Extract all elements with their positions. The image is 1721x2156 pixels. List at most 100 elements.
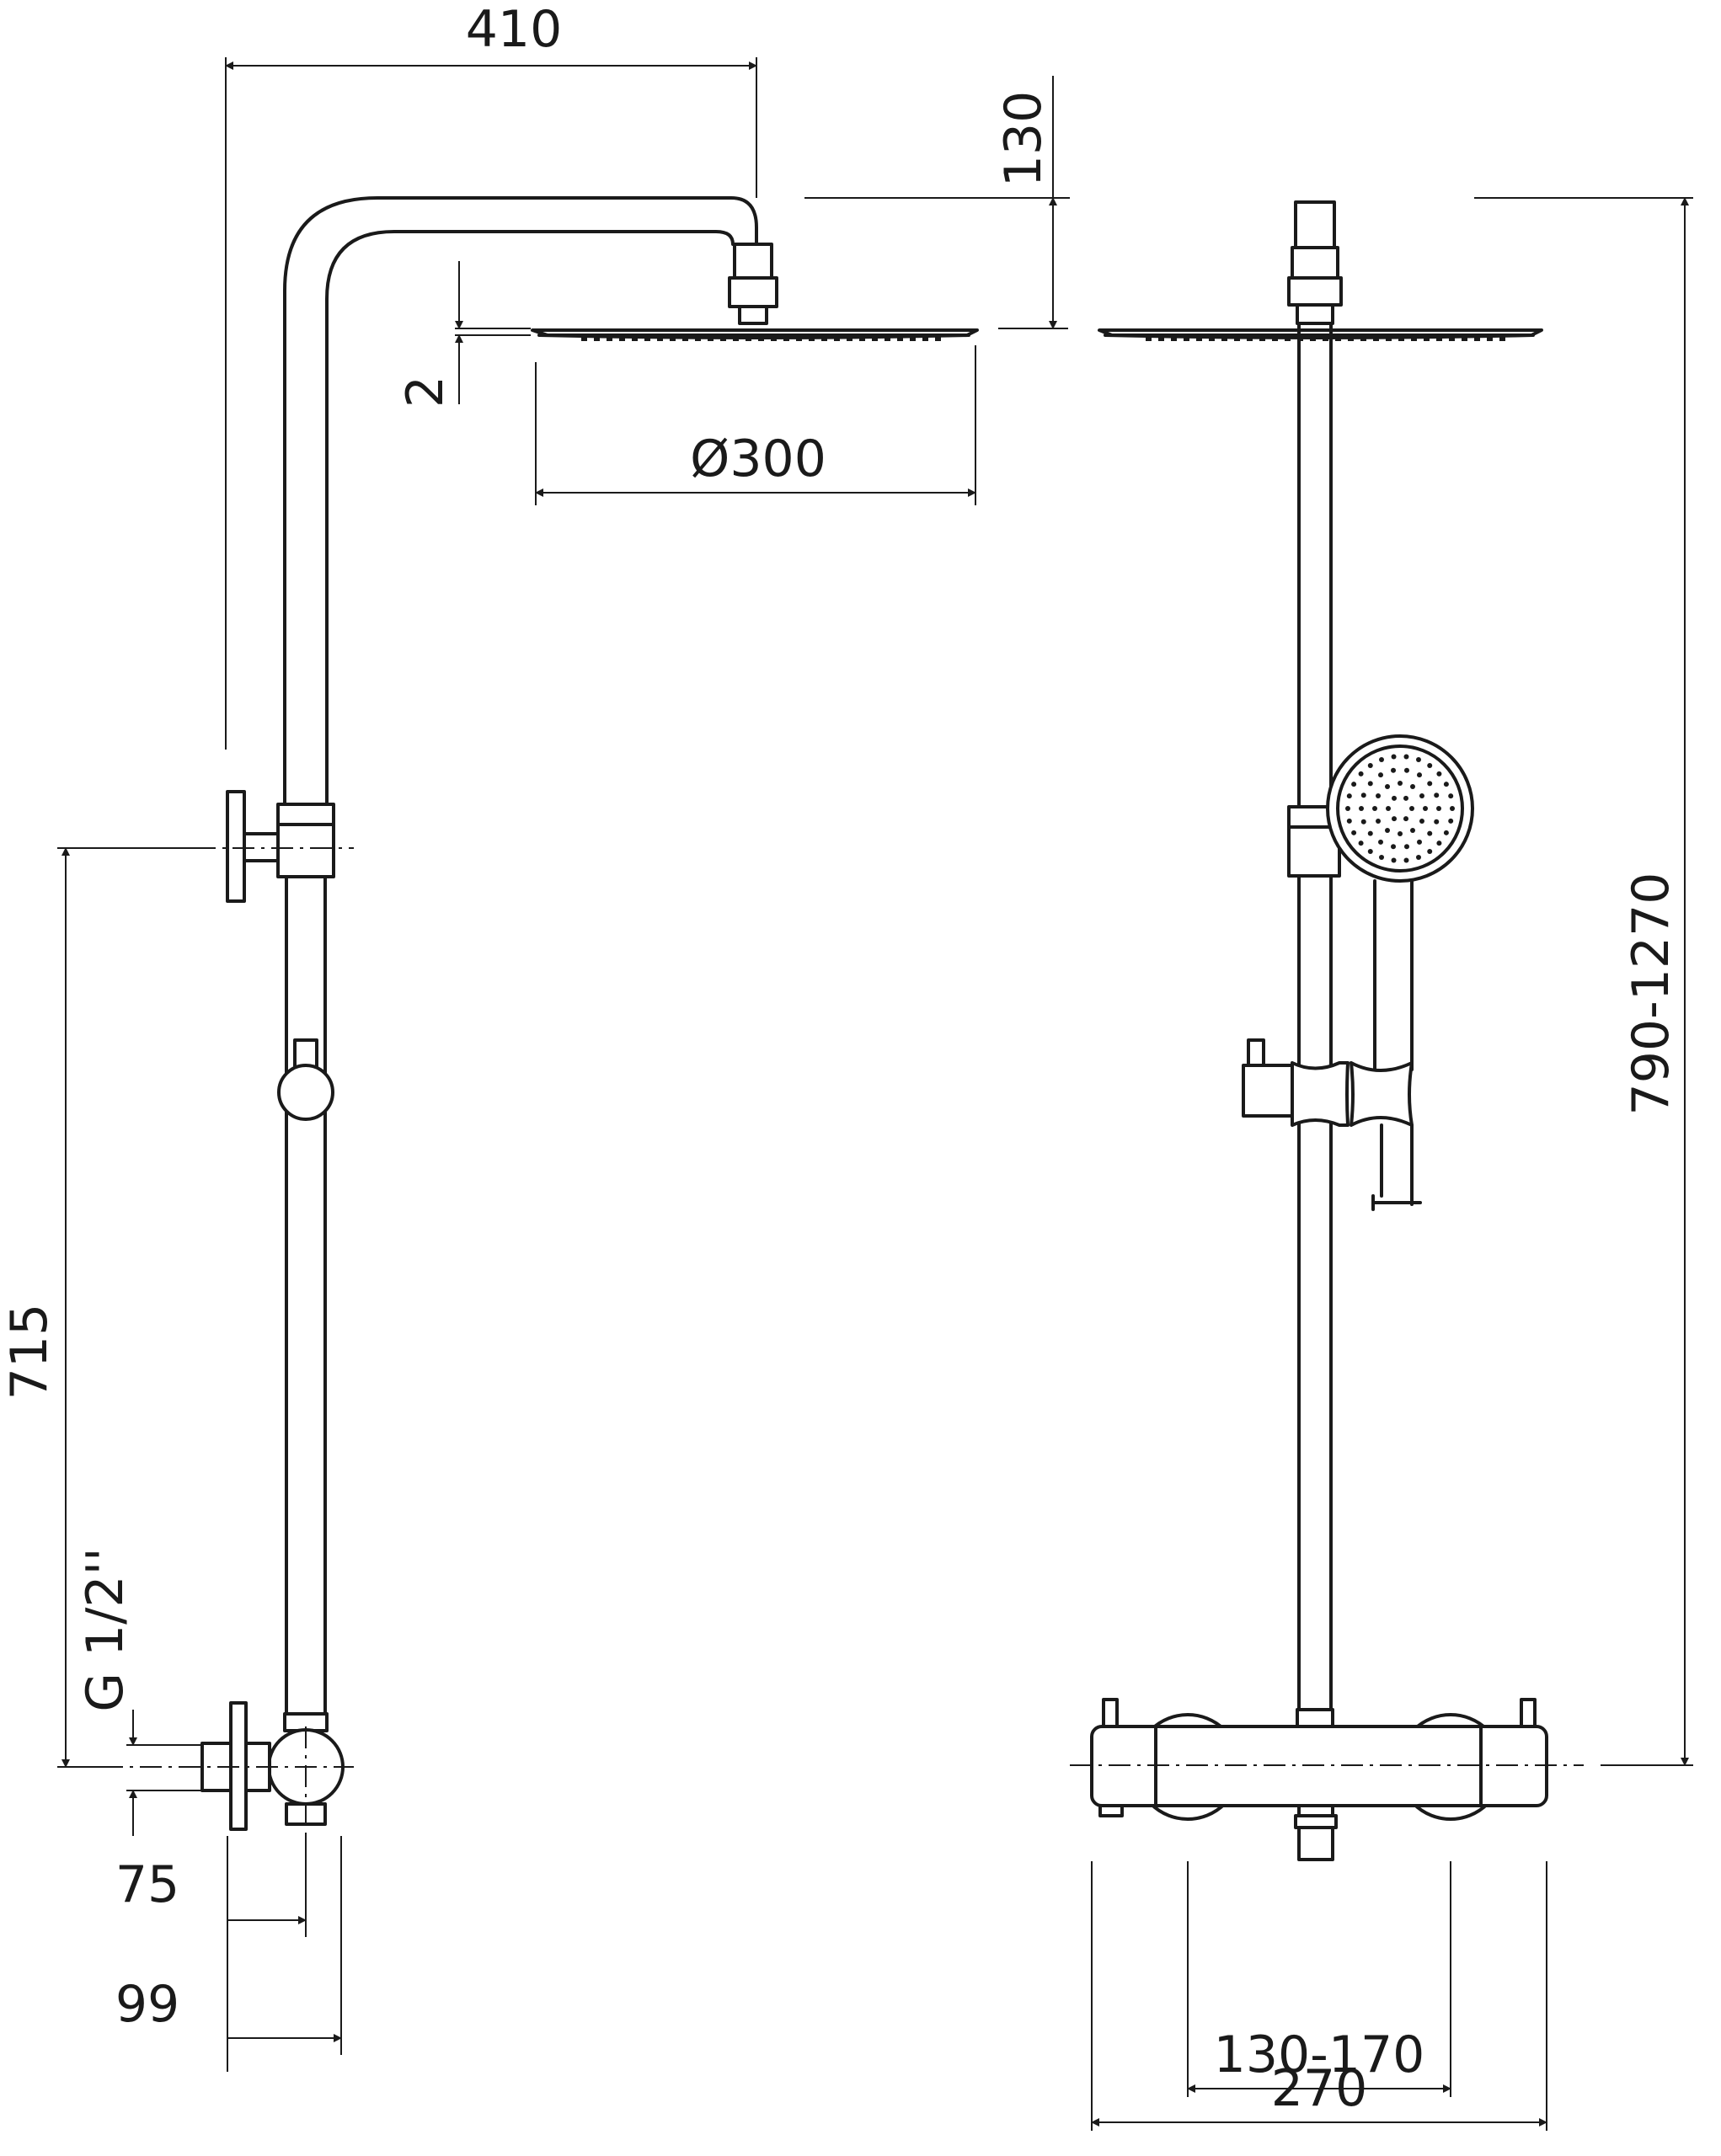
spray-nozzle: [1415, 854, 1421, 860]
spray-nozzle: [1392, 795, 1397, 801]
nozzle: [1449, 335, 1455, 341]
spray-nozzle: [1410, 827, 1415, 833]
spray-nozzle: [1378, 772, 1383, 778]
nozzle: [834, 335, 840, 341]
nozzle: [1196, 335, 1202, 341]
spray-nozzle: [1360, 819, 1366, 825]
nozzle: [619, 335, 625, 341]
spray-nozzle: [1379, 854, 1385, 860]
front-view: [1070, 200, 1584, 1861]
spray-nozzle: [1434, 819, 1440, 825]
spray-nozzle: [1376, 793, 1382, 798]
spray-nozzle: [1409, 806, 1414, 811]
spray-nozzle: [1345, 806, 1350, 811]
spray-nozzle: [1367, 830, 1373, 836]
dim-130-170: 130-170: [1214, 2025, 1425, 2084]
spray-nozzle: [1367, 781, 1373, 787]
spray-nozzle: [1385, 784, 1390, 790]
nozzle: [746, 335, 751, 341]
nozzle: [859, 335, 865, 341]
nozzle: [1285, 335, 1291, 341]
spray-nozzle: [1436, 771, 1442, 776]
nozzle: [1272, 335, 1278, 341]
spray-nozzle: [1450, 806, 1455, 811]
nozzle: [783, 335, 789, 341]
spray-nozzle: [1359, 806, 1364, 811]
dim-410: 410: [466, 0, 563, 59]
front-slider: [1242, 1038, 1422, 1211]
spray-nozzle: [1417, 772, 1422, 778]
spray-nozzle: [1386, 806, 1391, 811]
spray-nozzle: [1427, 830, 1433, 836]
dim-99: 99: [115, 1975, 179, 2034]
nozzle: [1487, 335, 1493, 341]
dimension-lines: [57, 57, 1693, 2131]
nozzle: [897, 335, 903, 341]
head-connector: [728, 243, 778, 325]
nozzle: [607, 335, 612, 341]
nozzle: [1398, 335, 1404, 341]
spray-nozzle: [1346, 818, 1352, 824]
nozzle: [670, 335, 676, 341]
nozzle: [1171, 335, 1177, 341]
thermostatic-mixer: [1070, 1698, 1584, 1861]
nozzle: [872, 335, 878, 341]
nozzle: [644, 335, 650, 341]
nozzle: [733, 335, 739, 341]
nozzle: [885, 335, 890, 341]
spray-nozzle: [1434, 792, 1440, 798]
nozzle: [1184, 335, 1189, 341]
spray-nozzle: [1403, 844, 1409, 850]
dim-2: 2: [396, 376, 455, 408]
spray-nozzle: [1391, 754, 1397, 760]
nozzle: [1474, 335, 1480, 341]
spray-nozzle: [1403, 754, 1409, 760]
nozzle: [1310, 335, 1316, 341]
spray-nozzle: [1391, 844, 1397, 850]
nozzle: [758, 335, 764, 341]
dim-790-1270: 790-1270: [1622, 873, 1681, 1116]
spray-nozzle: [1346, 793, 1352, 799]
spray-nozzle: [1419, 819, 1424, 824]
spray-nozzle: [1448, 818, 1454, 824]
nozzle: [1158, 335, 1164, 341]
nozzle: [1499, 335, 1505, 341]
spray-nozzle: [1419, 793, 1424, 798]
nozzle: [796, 335, 802, 341]
nozzle: [1348, 335, 1354, 341]
nozzle: [1247, 335, 1253, 341]
nozzle: [1462, 335, 1467, 341]
nozzle: [1221, 335, 1227, 341]
spray-nozzle: [1367, 849, 1373, 855]
spray-nozzle: [1376, 819, 1382, 824]
spray-nozzle: [1417, 839, 1422, 845]
nozzle: [1424, 335, 1430, 341]
dim-715: 715: [0, 1304, 59, 1401]
spray-nozzle: [1436, 841, 1442, 846]
spray-nozzle: [1358, 841, 1364, 846]
spray-nozzle: [1360, 792, 1366, 798]
spray-nozzle: [1443, 782, 1449, 787]
upper-wall-bracket: [194, 790, 354, 903]
side-view: [101, 196, 979, 1836]
nozzle: [935, 335, 941, 341]
spray-nozzle: [1351, 782, 1357, 787]
nozzle: [1373, 335, 1379, 341]
spray-nozzle: [1436, 806, 1441, 811]
dim-thread: G 1/2'': [76, 1547, 135, 1711]
side-slider-knob: [277, 1038, 334, 1121]
spray-nozzle: [1391, 857, 1397, 863]
spray-nozzle: [1398, 831, 1403, 836]
side-riser-outer: [283, 196, 758, 806]
spray-nozzle: [1385, 827, 1390, 833]
spray-nozzle: [1415, 757, 1421, 763]
spray-nozzle: [1403, 795, 1408, 801]
nozzle: [1411, 335, 1417, 341]
spray-nozzle: [1443, 830, 1449, 835]
side-mixer-inlet: [101, 1701, 354, 1836]
nozzle: [1209, 335, 1215, 341]
nozzle: [771, 335, 777, 341]
nozzle: [922, 335, 928, 341]
spray-nozzle: [1410, 784, 1415, 790]
